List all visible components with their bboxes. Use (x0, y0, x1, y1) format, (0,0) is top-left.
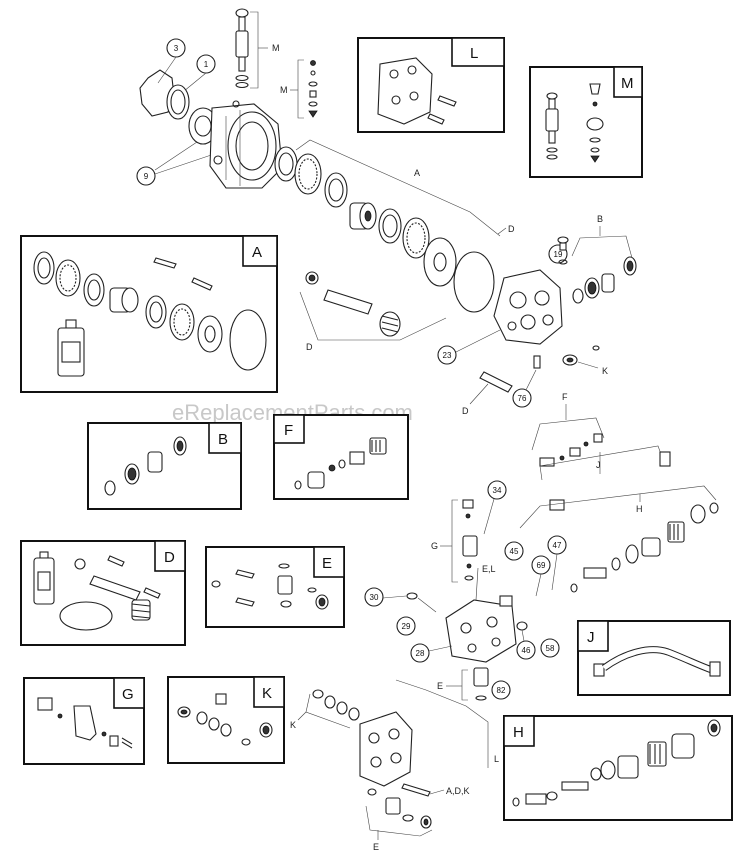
kit-box-d: D (20, 540, 186, 646)
piston-rod-d (305, 271, 401, 337)
label-d-right: D (508, 224, 515, 234)
svg-text:E: E (322, 555, 332, 572)
label-k-right: K (602, 366, 608, 376)
svg-text:3: 3 (174, 44, 179, 53)
svg-text:82: 82 (497, 686, 506, 695)
kit-box-m: M (529, 66, 643, 178)
callout-23: 23 (437, 345, 457, 365)
svg-text:M: M (621, 75, 634, 92)
svg-text:28: 28 (416, 649, 425, 658)
svg-text:58: 58 (546, 644, 555, 653)
retaining-ring (139, 69, 175, 117)
svg-text:30: 30 (370, 593, 379, 602)
callout-30: 30 (364, 587, 384, 607)
callout-29: 29 (396, 616, 416, 636)
svg-text:76: 76 (518, 394, 527, 403)
svg-text:47: 47 (553, 541, 562, 550)
callout-46: 46 (516, 640, 536, 660)
label-e-mid: E (437, 681, 443, 691)
oil-fill-plug (557, 236, 569, 244)
callout-69: 69 (531, 555, 551, 575)
kit-box-a: A (20, 235, 278, 393)
label-k-lower: K (290, 720, 296, 730)
svg-text:29: 29 (402, 622, 411, 631)
svg-text:F: F (284, 422, 293, 439)
callout-47: 47 (547, 535, 567, 555)
svg-text:45: 45 (510, 547, 519, 556)
kit-box-l: L (357, 37, 505, 133)
check-valve-e (473, 667, 489, 687)
svg-text:19: 19 (554, 250, 563, 259)
label-a-line: A (414, 168, 420, 178)
unloader-parts-b (572, 256, 637, 304)
check-valve-g (462, 499, 478, 581)
label-d-bottom: D (462, 406, 469, 416)
label-h-line: H (636, 504, 643, 514)
svg-text:34: 34 (493, 486, 502, 495)
unloader-f-parts: F (531, 392, 605, 467)
bearing-set-a (274, 146, 495, 313)
label-b-right: B (597, 214, 603, 224)
head-bolt (479, 371, 513, 393)
callout-9: 9 (136, 166, 156, 186)
label-l-lower: L (494, 754, 499, 764)
hose-j: J (539, 445, 671, 511)
svg-text:9: 9 (144, 172, 149, 181)
valve-stem-m (235, 8, 249, 89)
label-el: E,L (482, 564, 496, 574)
high-pressure-h: H (519, 485, 719, 593)
pump-head (493, 269, 563, 345)
callout-34: 34 (487, 480, 507, 500)
kit-box-h: H (503, 715, 733, 821)
label-f-line: F (562, 392, 568, 402)
svg-text:D: D (164, 549, 175, 566)
svg-text:H: H (513, 724, 524, 741)
svg-text:69: 69 (537, 561, 546, 570)
svg-text:L: L (470, 45, 478, 62)
kit-box-e: E (205, 546, 345, 628)
label-g-line: G (431, 541, 438, 551)
callout-1: 1 (196, 54, 216, 74)
label-adk: A,D,K (446, 786, 470, 796)
lower-manifold-assembly: K L A,D,K E (290, 679, 499, 852)
crankcase-housing (188, 100, 283, 189)
svg-text:23: 23 (443, 351, 452, 360)
svg-text:46: 46 (522, 646, 531, 655)
valve-parts-m-side (308, 60, 318, 118)
crankcase-assembly: M M 3 1 9 (136, 8, 637, 416)
label-d-left: D (306, 342, 313, 352)
label-j-line: J (596, 460, 601, 470)
kit-box-b: B (87, 422, 242, 510)
svg-text:J: J (587, 629, 595, 646)
svg-text:1: 1 (204, 60, 209, 69)
kit-box-f: F (273, 414, 409, 500)
kit-box-k: K (167, 676, 285, 764)
svg-text:G: G (122, 686, 134, 703)
svg-text:A: A (252, 244, 262, 261)
callout-3: 3 (166, 38, 186, 58)
callout-28: 28 (410, 643, 430, 663)
manifold-head (445, 595, 517, 663)
callout-45: 45 (504, 541, 524, 561)
label-m-top: M (272, 43, 280, 53)
svg-text:K: K (262, 685, 272, 702)
svg-text:B: B (218, 431, 228, 448)
kit-box-j: J (577, 620, 731, 696)
callout-82: 82 (491, 680, 511, 700)
label-e-bottom: E (373, 842, 379, 852)
callout-76: 76 (512, 388, 532, 408)
callout-58: 58 (540, 638, 560, 658)
kit-box-g: G (23, 677, 145, 765)
label-m-side: M (280, 85, 288, 95)
